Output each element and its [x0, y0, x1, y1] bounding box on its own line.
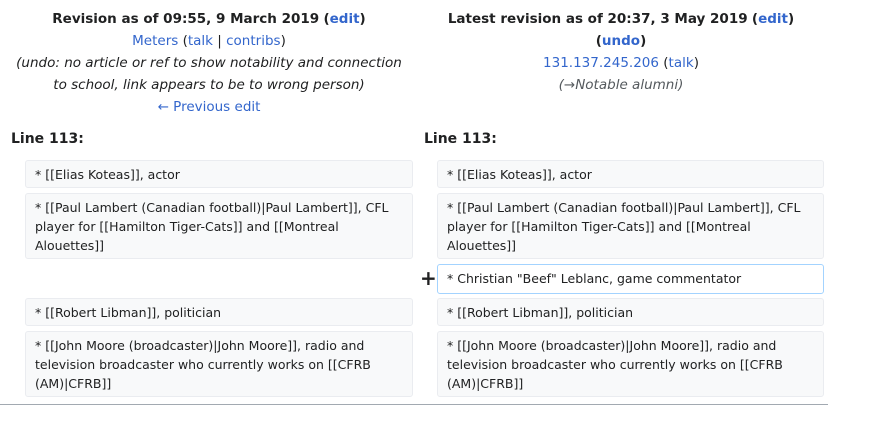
new-revision-link[interactable]: Latest revision as of 20:37, 3 May 2019	[447, 11, 748, 27]
old-user-contribs-link[interactable]: contribs	[226, 33, 281, 49]
added-line: * Christian "Beef" Leblanc, game comment…	[437, 264, 824, 294]
new-user-line: 131.137.245.206 (talk)	[543, 55, 699, 71]
old-user-link[interactable]: Meters	[132, 33, 179, 49]
new-context-line: * [[Robert Libman]], politician	[437, 298, 824, 326]
undo-link[interactable]: undo	[601, 33, 641, 49]
new-line-number: Line 113:	[424, 131, 497, 147]
old-revision-title: Revision as of 09:55, 9 March 2019 (edit…	[52, 11, 366, 27]
divider	[0, 404, 828, 405]
added-line-marker: +	[420, 266, 437, 290]
new-user-talk-link[interactable]: talk	[668, 55, 694, 71]
new-edit-link[interactable]: edit	[758, 11, 788, 27]
new-user-ip-link[interactable]: 131.137.245.206	[543, 55, 659, 71]
new-context-line: * [[John Moore (broadcaster)|John Moore]…	[437, 331, 824, 397]
old-user-line: Meters (talk | contribs)	[132, 33, 286, 49]
new-revision-title: Latest revision as of 20:37, 3 May 2019 …	[447, 11, 795, 27]
old-user-talk-link[interactable]: talk	[187, 33, 213, 49]
old-revision-link[interactable]: Revision as of 09:55, 9 March 2019	[52, 11, 320, 27]
new-edit-summary: (→Notable alumni)	[558, 77, 684, 93]
new-context-line: * [[Elias Koteas]], actor	[437, 160, 824, 188]
old-edit-summary-2: to school, link appears to be to wrong p…	[53, 77, 365, 93]
old-line-number: Line 113:	[11, 131, 84, 147]
previous-edit-link[interactable]: ← Previous edit	[157, 99, 261, 115]
old-context-line: * [[Elias Koteas]], actor	[25, 160, 413, 188]
old-edit-summary-1: (undo: no article or ref to show notabil…	[16, 55, 402, 71]
old-context-line: * [[Robert Libman]], politician	[25, 298, 413, 326]
old-context-line: * [[John Moore (broadcaster)|John Moore]…	[25, 331, 413, 397]
old-context-line: * [[Paul Lambert (Canadian football)|Pau…	[25, 193, 413, 259]
old-revision-header: Revision as of 09:55, 9 March 2019 (edit…	[0, 8, 418, 118]
section-link[interactable]: →Notable alumni	[563, 77, 679, 93]
new-revision-header: Latest revision as of 20:37, 3 May 2019 …	[412, 8, 830, 96]
old-edit-link[interactable]: edit	[329, 11, 360, 27]
new-context-line: * [[Paul Lambert (Canadian football)|Pau…	[437, 193, 824, 259]
